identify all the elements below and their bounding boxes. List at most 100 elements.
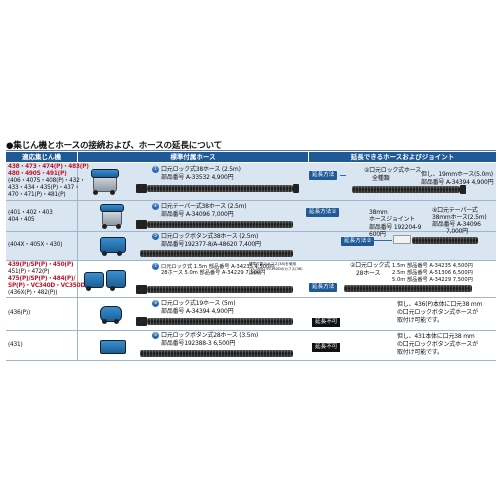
ext-hose-4-opt1: 1.5m 部品番号 A-34235 4,500円 — [392, 263, 473, 269]
vacuum-cleaner-image — [98, 234, 128, 258]
model-line: 404・405 — [8, 217, 35, 223]
extension-method-2-button[interactable]: 延長方法② — [341, 237, 375, 246]
vacuum-cleaner-image — [90, 168, 120, 196]
model-line: (404X・405X・430) — [8, 242, 63, 248]
model-line: 470・471(P)・481(P) — [8, 192, 66, 198]
model-line: (431) — [8, 342, 23, 348]
hose-part-price: 部品番号 A-33532 4,900円 — [161, 173, 234, 181]
ext-hose-1-part: 部品番号 A-34394 4,900円 — [421, 179, 494, 186]
models-row-5: (436(P)) — [8, 310, 30, 317]
std-hose-1 — [147, 185, 293, 192]
joint-name: ホースジョイント — [369, 216, 416, 223]
ext-hose-2 — [412, 237, 478, 244]
extension-method-1-button[interactable]: 延長方法① — [306, 208, 340, 217]
hose-name: 口元ロックボタン式28ホース (3.5m) — [161, 332, 259, 339]
ext-hose-4-opt2: 2.5m 部品番号 A-51306 6,500円 — [392, 270, 473, 276]
model-line: (436(P)) — [8, 310, 31, 316]
row-divider — [6, 260, 496, 261]
model-line: 480・490S・491(P) — [8, 171, 67, 177]
joint-part: 部品番号 192204-9 — [369, 224, 422, 231]
row-divider — [6, 297, 496, 298]
title-divider — [6, 150, 496, 151]
hose-part-price: 部品番号 A-34394 4,900円 — [161, 307, 234, 315]
model-line: 433・434・435(P)・437・ — [8, 185, 80, 191]
ext-hose-4 — [344, 285, 472, 292]
row-divider — [6, 330, 496, 331]
row-divider — [6, 200, 496, 201]
row-band-1 — [6, 163, 496, 200]
model-line: 451(P)・472(P) — [8, 269, 50, 275]
model-line: 438・473・474(P)・483(P) — [8, 164, 89, 170]
ext-hose-4-opt3: 5.0m 部品番号 A-34229 7,500円 — [392, 277, 473, 283]
hose-name: 口元ロック式19ホース (5m) — [161, 300, 236, 307]
col-header-collector: 適応集じん機 — [6, 152, 77, 162]
hose-part-price: 部品番号192377-8/A-48620 7,400円 — [161, 240, 261, 248]
row-divider — [6, 360, 496, 361]
hose-number-badge: ⑩ — [152, 332, 159, 339]
models-row-1: 438・473・474(P)・483(P) 480・490S・491(P) (4… — [8, 164, 89, 199]
hose-number-badge: ④ — [152, 203, 159, 210]
std-hose-2 — [147, 221, 293, 228]
hose-cuff — [136, 317, 147, 326]
std-hose-4 — [147, 286, 293, 293]
connector-line — [372, 240, 392, 241]
cuff-note: 標準付属のカフス(38)を使用(VC340D,VC350Dのカフス(38)は別売… — [249, 262, 303, 275]
std-hose-5 — [147, 318, 293, 325]
hose-end — [293, 184, 299, 193]
hose-name: 口元ロック式38ホース (2.5m) — [161, 166, 241, 173]
hose-number-badge: ① — [152, 166, 159, 173]
vacuum-cleaner-image — [100, 203, 126, 229]
hose-cuff — [136, 285, 147, 294]
joint-price: 600円 — [369, 231, 386, 238]
models-row-2: (401・402・403 404・405 — [8, 210, 53, 224]
hose-number-badge: ⑦ — [152, 263, 159, 270]
hose-name: 口元ロック式 1.5m 部品番号 A-34235 4,500円 — [161, 264, 275, 270]
model-line: (406・407S・408(P)・432・ — [8, 178, 86, 184]
model-line: 439(P)/SP(P)・450(P) — [8, 262, 74, 268]
std-hose-6 — [140, 350, 293, 357]
hose-part-price: 部品番号 A-34096 7,000円 — [161, 210, 234, 218]
hose-part-price: 部品番号192388-3 6,500円 — [161, 339, 236, 347]
extension-method-button-row4[interactable]: 延長方法 — [309, 283, 338, 292]
extension-not-possible-badge: 延長不可 — [312, 318, 341, 327]
ext-hose-1 — [352, 186, 460, 193]
hose-cuff — [136, 184, 147, 193]
model-line: SP(P)・VC340D・VC350D — [8, 283, 86, 289]
row-divider — [6, 231, 496, 232]
models-row-4: 439(P)/SP(P)・450(P) 451(P)・472(P) 475(P)… — [8, 262, 85, 297]
vacuum-cleaner-image — [98, 303, 124, 325]
ext-hose-4-title: ②口元ロック式 — [350, 262, 390, 269]
model-line: 475(P)/SP(P)・484(P)/ — [8, 276, 76, 282]
ext-note-6a: 但し、431本体に口元38 mm — [397, 333, 475, 340]
models-row-6: (431) — [8, 342, 23, 349]
section-title: ●集じん機とホースの接続および、ホースの延長について — [6, 141, 223, 151]
connector-line — [340, 175, 346, 176]
ext-hose-2-sub: 38mmホース(2.5m) — [432, 214, 487, 221]
hose-end — [460, 185, 466, 194]
vacuum-cleaner-image — [84, 266, 128, 292]
hose-joint-image — [393, 235, 411, 244]
ext-note-5b: の口元ロックボタン式ホースが — [397, 309, 478, 316]
model-line: (401・402・403 — [8, 210, 53, 216]
hose-number-badge: ⑧ — [152, 300, 159, 307]
hose-number-badge: ⑤ — [152, 233, 159, 240]
ext-note-6c: 取付け可能です。 — [397, 349, 443, 356]
models-row-3: (404X・405X・430) — [8, 242, 62, 249]
hose-name: 口元ロックボタン式38ホース (2.5m) — [161, 233, 259, 240]
joint-size: 38mm — [369, 209, 388, 216]
extension-method-button[interactable]: 延長方法 — [309, 171, 338, 180]
hose-name: 口元テーパー式38ホース (2.5m) — [161, 203, 247, 210]
column-divider — [77, 163, 78, 360]
vacuum-cleaner-image — [98, 336, 126, 356]
model-line: (436X(P)・482(P)) — [8, 290, 58, 296]
hose-part-price: 28ホース 5.0m 部品番号 A-34229 7,500円 — [161, 270, 266, 276]
extension-not-possible-badge: 延長不可 — [312, 343, 341, 352]
ext-hose-1-sub: 全種類 — [372, 175, 390, 182]
ext-hose-4-sub: 28ホース — [356, 270, 381, 277]
